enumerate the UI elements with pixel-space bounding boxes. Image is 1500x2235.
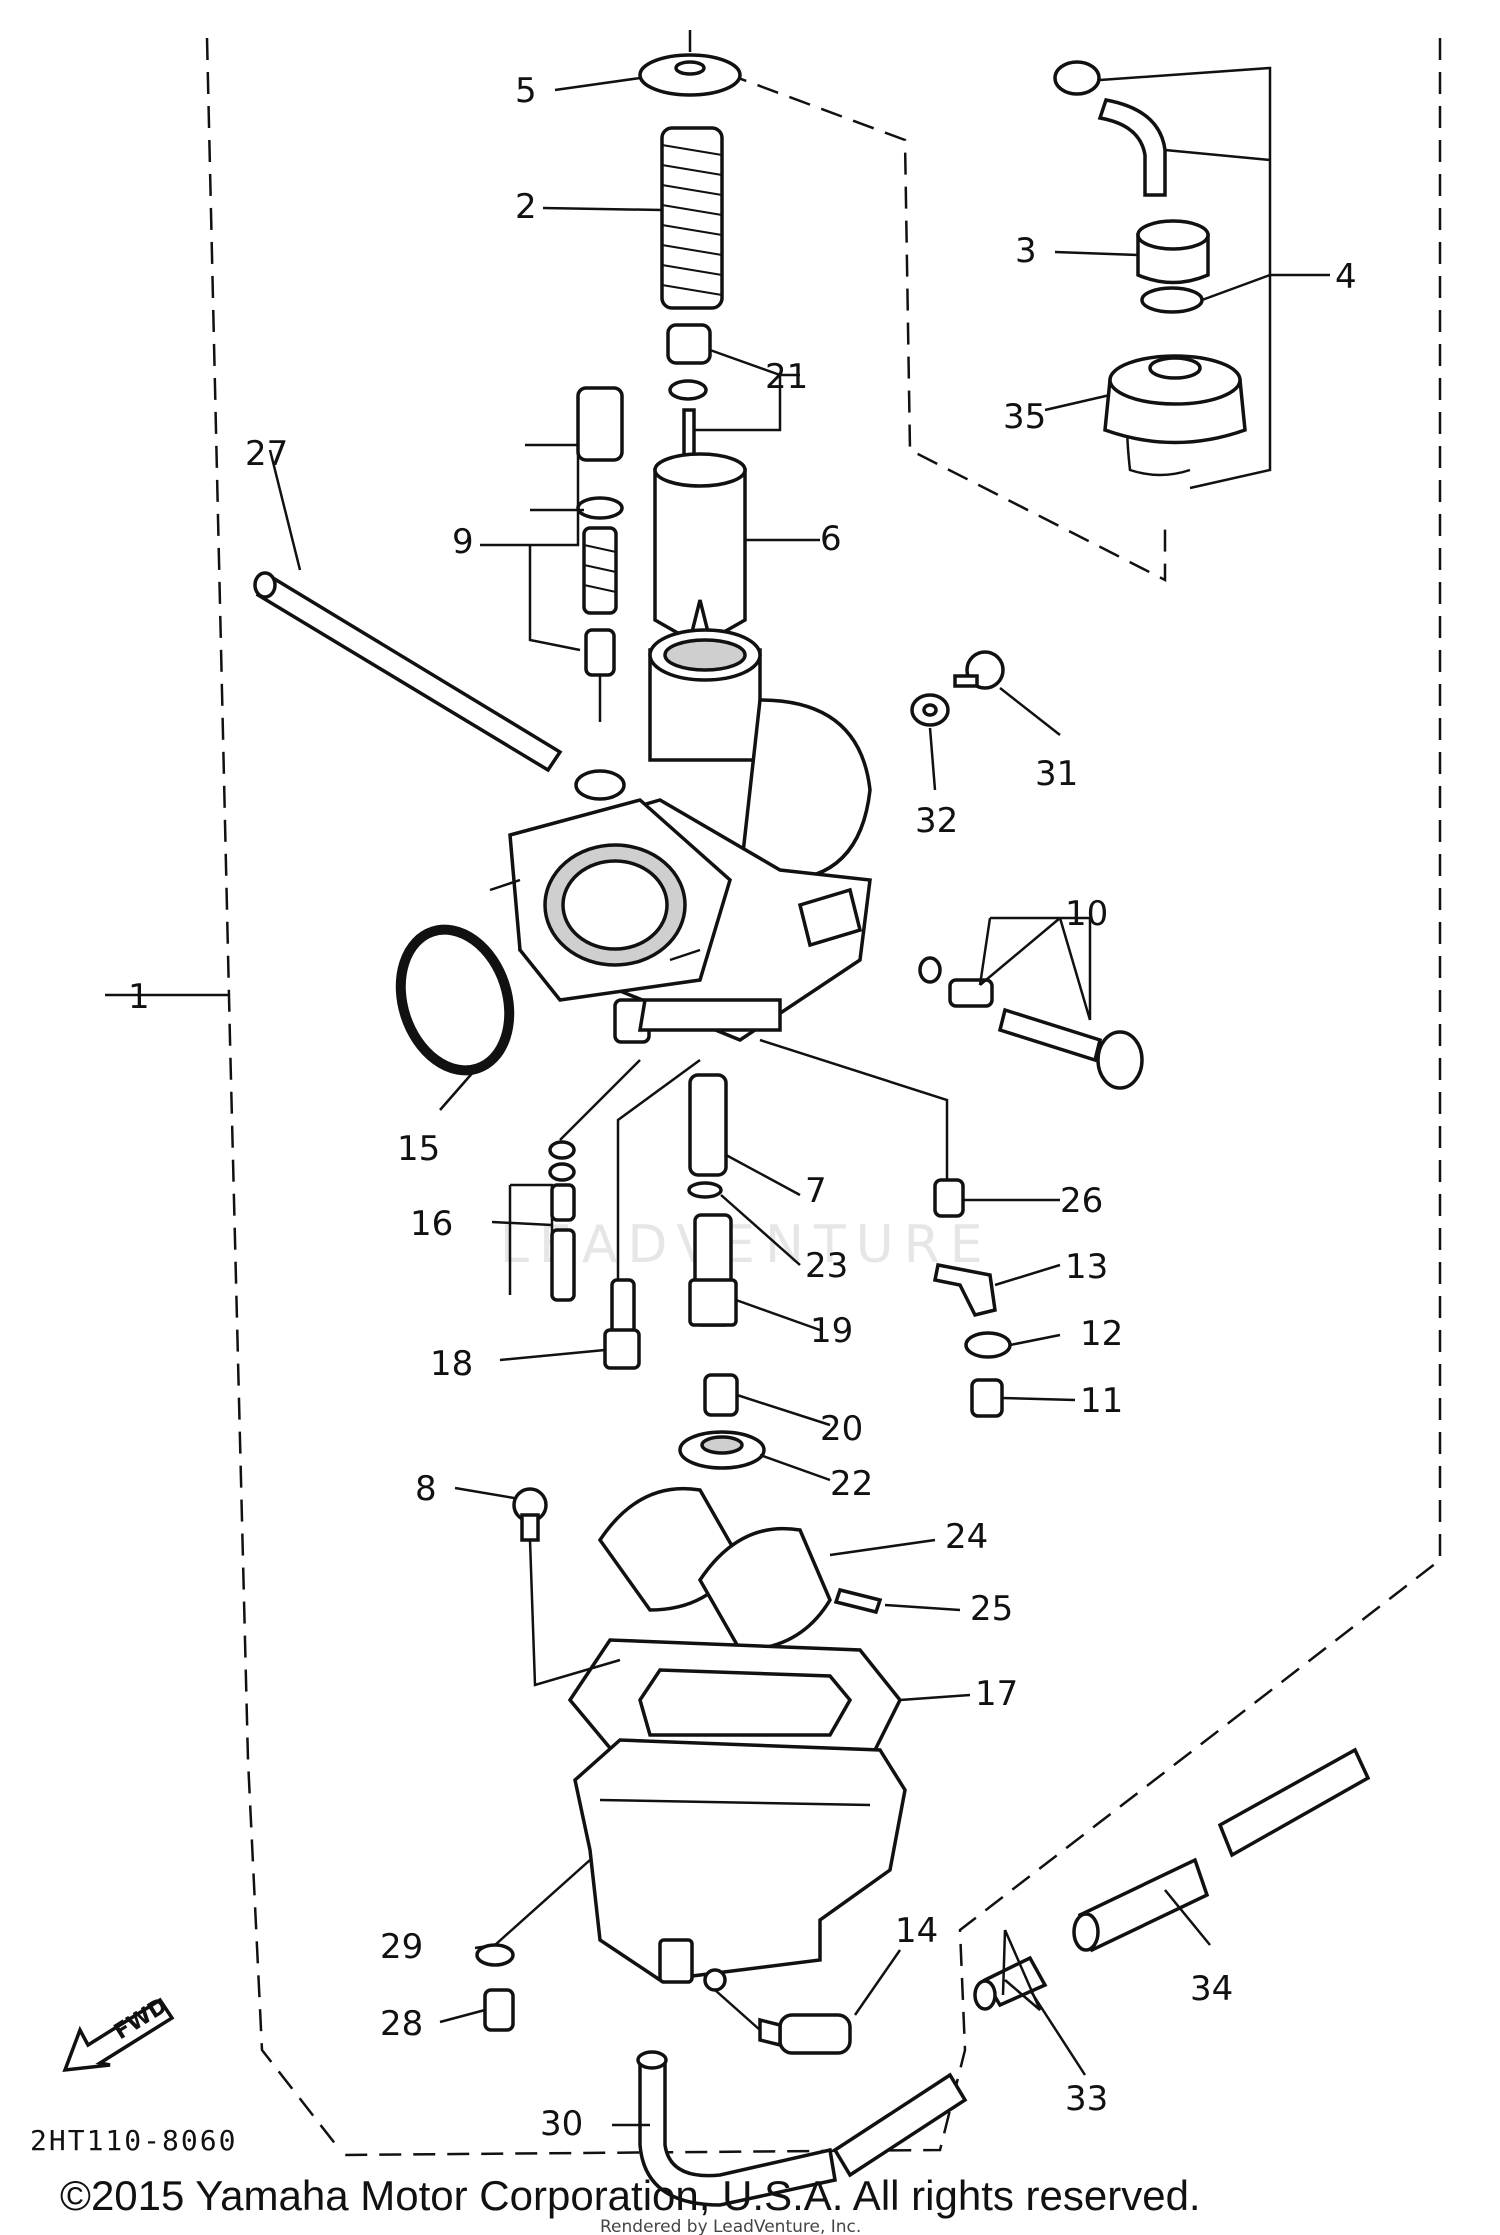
callout-26: 26 xyxy=(1060,1181,1103,1221)
callout-34: 34 xyxy=(1190,1969,1233,2009)
part-8-screw[interactable] xyxy=(512,1487,548,1542)
part-5-washer[interactable] xyxy=(638,53,742,97)
callout-33: 33 xyxy=(1065,2079,1108,2119)
rendered-by-notice: Rendered by LeadVenture, Inc. xyxy=(600,2217,861,2235)
callout-30: 30 xyxy=(540,2104,583,2144)
callout-labels: 1 2 3 4 5 6 7 8 9 10 11 12 13 14 15 16 1… xyxy=(128,71,1357,2144)
part-7-needle-jet[interactable] xyxy=(688,1073,728,1177)
callout-16: 16 xyxy=(410,1204,453,1244)
callout-25: 25 xyxy=(970,1589,1013,1629)
part-18-jet[interactable] xyxy=(603,1278,641,1370)
callout-28: 28 xyxy=(380,2004,423,2044)
part-1-carburetor-body[interactable] xyxy=(489,628,872,1044)
callout-15: 15 xyxy=(397,1129,440,1169)
part-31-screw[interactable] xyxy=(953,650,1005,690)
callout-20: 20 xyxy=(820,1409,863,1449)
part-19-main-jet-holder[interactable] xyxy=(688,1213,738,1327)
callout-8: 8 xyxy=(415,1469,437,1509)
part-2-throttle-spring[interactable] xyxy=(660,126,724,310)
part-32-washer[interactable] xyxy=(910,693,950,727)
part-13-bracket[interactable] xyxy=(932,1262,997,1318)
callout-11: 11 xyxy=(1080,1381,1123,1421)
callout-23: 23 xyxy=(805,1246,848,1286)
part-16-pilot-jet-set[interactable] xyxy=(548,1140,576,1302)
leader-lines xyxy=(105,66,1330,2127)
callout-17: 17 xyxy=(975,1674,1018,1714)
callout-3: 3 xyxy=(1015,231,1037,271)
callout-22: 22 xyxy=(830,1464,873,1504)
part-6-throttle-valve[interactable] xyxy=(653,452,747,643)
part-34-hose[interactable] xyxy=(1072,1747,1371,1953)
part-3-cap[interactable] xyxy=(1136,219,1210,285)
callout-27: 27 xyxy=(245,434,288,474)
part-27-tube[interactable] xyxy=(253,571,563,773)
part-20-main-jet[interactable] xyxy=(703,1373,739,1417)
callout-14: 14 xyxy=(895,1911,938,1951)
diagram-code: 2HT110-8060 xyxy=(30,2124,237,2157)
part-11-screw[interactable] xyxy=(970,1378,1004,1418)
callout-10: 10 xyxy=(1065,894,1108,934)
part-30-drain-hose[interactable] xyxy=(636,2050,968,2207)
callout-32: 32 xyxy=(915,801,958,841)
callout-5: 5 xyxy=(515,71,537,111)
part-26-screw[interactable] xyxy=(933,1178,965,1218)
callout-19: 19 xyxy=(810,1311,853,1351)
part-24-float[interactable] xyxy=(597,1486,832,1652)
callout-18: 18 xyxy=(430,1344,473,1384)
part-12-washer[interactable] xyxy=(964,1331,1012,1359)
callout-35: 35 xyxy=(1003,397,1046,437)
part-35-mixing-chamber-top[interactable] xyxy=(1103,354,1247,445)
part-25-float-pin[interactable] xyxy=(833,1587,883,1615)
part-28-screw[interactable] xyxy=(483,1988,515,2032)
part-15-o-ring[interactable] xyxy=(383,915,526,1084)
callout-29: 29 xyxy=(380,1927,423,1967)
callout-24: 24 xyxy=(945,1517,988,1557)
callout-21: 21 xyxy=(765,357,808,397)
part-22-washer[interactable] xyxy=(678,1430,766,1470)
callout-2: 2 xyxy=(515,187,537,227)
part-33-hose-joint[interactable] xyxy=(973,1955,1048,2011)
part-21-needle-holder[interactable] xyxy=(666,323,712,462)
fwd-arrow-icon: FWD xyxy=(62,1993,175,2073)
part-9-starter-plunger-set[interactable] xyxy=(576,386,624,722)
part-4-cap-fitting-set[interactable] xyxy=(1053,60,1204,477)
callout-31: 31 xyxy=(1035,754,1078,794)
copyright-notice: ©2015 Yamaha Motor Corporation, U.S.A. A… xyxy=(60,2172,1201,2219)
part-10-pilot-screw-set[interactable] xyxy=(918,956,1144,1090)
callout-6: 6 xyxy=(820,519,842,559)
watermark-text: LEADVENTURE xyxy=(500,1215,993,1275)
callout-9: 9 xyxy=(452,522,474,562)
callout-1: 1 xyxy=(128,977,150,1017)
part-float-chamber[interactable] xyxy=(573,1738,907,1992)
callout-12: 12 xyxy=(1080,1314,1123,1354)
part-23-o-ring[interactable] xyxy=(687,1181,723,1199)
callout-7: 7 xyxy=(805,1171,827,1211)
callout-13: 13 xyxy=(1065,1247,1108,1287)
callout-4: 4 xyxy=(1335,257,1357,297)
part-14-drain-screw[interactable] xyxy=(758,2013,852,2055)
part-17-float-chamber-gasket[interactable] xyxy=(567,1638,903,1762)
